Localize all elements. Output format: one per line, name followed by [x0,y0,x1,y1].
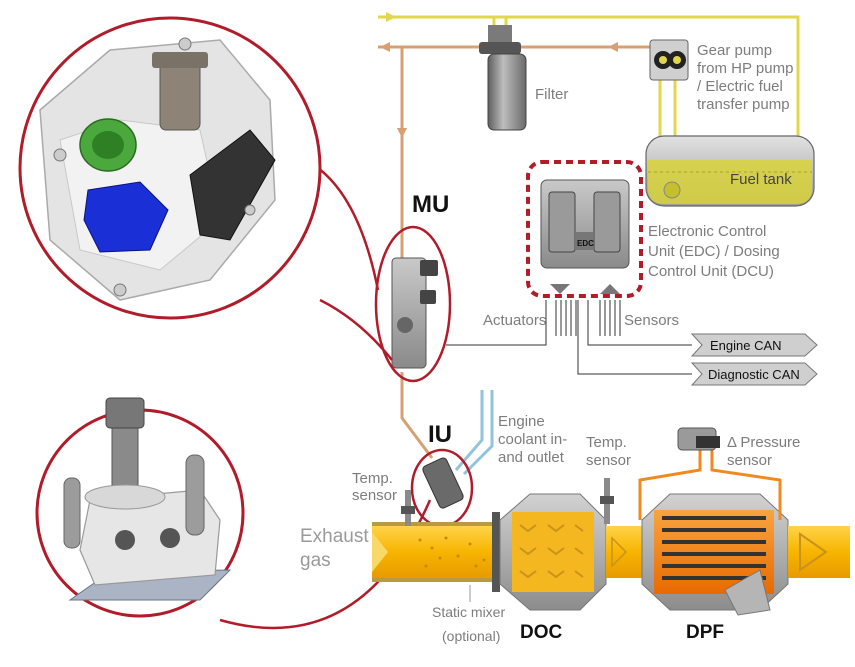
pressure-sensor-label: Δ Pressure sensor [727,434,805,469]
temp-sensor-left-label: Temp. sensor [352,470,397,504]
temp-sensor-left [401,490,415,526]
pressure-tubes [638,440,782,520]
engine-can-box [690,333,818,357]
iu-unit [422,457,464,509]
ecu-unit [526,160,643,298]
exhaust-pipe [372,512,502,592]
doc-label: DOC [520,622,563,643]
iu-zoom-callout [35,397,245,618]
exit-pipe [788,526,850,578]
static-mixer-label: Static mixer (optional) [432,604,509,644]
mu-label: MU [412,191,449,218]
filter-label: Filter [535,86,568,103]
mid-pipe [606,526,642,578]
gear-pump-label: Gear pump from HP pump / Electric fuel t… [697,42,798,113]
fuel-tank-label: Fuel tank [730,171,792,188]
edc-chip-label: EDC [577,239,594,248]
sensors-label: Sensors [624,312,679,329]
pressure-sensor [677,427,720,451]
ecu-label: Electronic Control Unit (EDC) / Dosing C… [648,223,784,280]
temp-sensor-top-label: Temp. sensor [586,434,631,469]
temp-sensor-top [600,478,614,524]
diagnostic-can-label: Diagnostic CAN [708,367,800,382]
fuel-tank [645,135,815,207]
actuators-label: Actuators [483,312,546,329]
gear-pump [649,39,689,81]
iu-label: IU [428,421,452,448]
coolant-lines [454,390,494,476]
dpf-filter [641,493,789,616]
dpf-label: DPF [686,622,724,643]
doc-converter [499,493,607,611]
mu-zoom-callout [18,16,322,320]
mu-unit [391,257,438,369]
mu-callout-ring [374,225,452,383]
signal-wires [446,300,692,375]
engine-coolant-label: Engine coolant in- and outlet [498,413,571,466]
filter [479,25,527,131]
diagnostic-can-box [690,362,818,386]
exhaust-gas-label: Exhaust gas [300,526,374,571]
engine-can-label: Engine CAN [710,338,782,353]
